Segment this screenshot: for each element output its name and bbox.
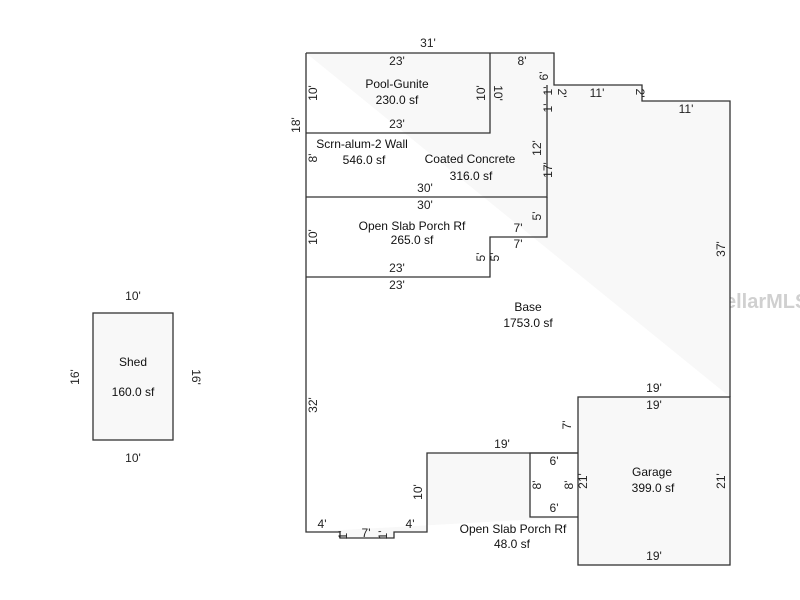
dim-base-23: 23' bbox=[389, 278, 405, 292]
dim-porch-7a: 7' bbox=[514, 221, 523, 235]
dim-bot-1b: 1' bbox=[376, 531, 390, 540]
dim-pool-top: 23' bbox=[389, 54, 405, 68]
dim-bot-1a: 1' bbox=[336, 531, 350, 540]
dim-top-overall: 31' bbox=[420, 36, 436, 50]
shed-outline bbox=[92, 312, 174, 441]
dim-garage-left: 21' bbox=[576, 473, 590, 489]
dim-pool-left: 10' bbox=[306, 85, 320, 101]
dim-step-2b: 2' bbox=[633, 89, 647, 98]
dim-porch-top: 30' bbox=[417, 198, 433, 212]
dim-left-32: 32' bbox=[306, 397, 320, 413]
upper-porch-outline bbox=[306, 197, 548, 278]
dim-pool-right-a: 10' bbox=[474, 85, 488, 101]
coated-name: Coated Concrete bbox=[425, 152, 516, 166]
dim-step-2a: 2' bbox=[555, 89, 569, 98]
dim-notch-10: 10' bbox=[411, 484, 425, 500]
dim-coated-12: 12' bbox=[530, 140, 544, 156]
base-area-value: 1753.0 sf bbox=[503, 316, 553, 330]
upper-porch-name: Open Slab Porch Rf bbox=[359, 219, 466, 233]
dim-porch-left: 10' bbox=[306, 229, 320, 245]
main-structure bbox=[305, 52, 731, 566]
dim-coated-17: 17' bbox=[541, 162, 555, 178]
dim-porch-5b: 5' bbox=[474, 253, 488, 262]
lower-porch-area-value: 48.0 sf bbox=[494, 537, 531, 551]
pool-area-value: 230.0 sf bbox=[376, 93, 419, 107]
dim-porch-bottom: 23' bbox=[389, 261, 405, 275]
screen-area-value: 546.0 sf bbox=[343, 153, 386, 167]
garage-area-value: 399.0 sf bbox=[632, 481, 675, 495]
dim-garage-bottom: 19' bbox=[646, 549, 662, 563]
main-outline bbox=[305, 52, 731, 539]
shed-area-value: 160.0 sf bbox=[112, 385, 155, 399]
dim-upper-11b: 11' bbox=[679, 102, 694, 116]
screen-name: Scrn-alum-2 Wall bbox=[316, 137, 408, 151]
dim-garage-top-b: 19' bbox=[646, 398, 662, 412]
dim-porch-7b: 7' bbox=[514, 237, 523, 251]
dim-shed-top: 10' bbox=[125, 289, 141, 303]
lower-porch-outline bbox=[529, 452, 578, 518]
coated-area-value: 316.0 sf bbox=[450, 169, 493, 183]
dim-shed-left: 16' bbox=[68, 369, 82, 385]
dim-porch-5c: 5' bbox=[488, 253, 502, 262]
dim-notch-19: 19' bbox=[494, 437, 510, 451]
dim-bot-4b: 4' bbox=[406, 517, 415, 531]
shed-area: 10' 10' 16' 16' Shed 160.0 sf bbox=[68, 289, 203, 465]
pool-name: Pool-Gunite bbox=[365, 77, 429, 91]
dim-step-1b: 1' bbox=[541, 104, 555, 113]
dim-step-6: 6' bbox=[537, 72, 551, 81]
garage-name: Garage bbox=[632, 465, 672, 479]
dim-left-18: 18' bbox=[289, 117, 303, 133]
dim-right-37: 37' bbox=[714, 241, 728, 257]
dim-bot-7: 7' bbox=[362, 526, 371, 540]
garage-outline bbox=[577, 396, 731, 566]
base-name: Base bbox=[514, 300, 542, 314]
dim-pool-bottom: 23' bbox=[389, 117, 405, 131]
dim-lp-6b: 6' bbox=[550, 501, 559, 515]
pool-outline bbox=[306, 53, 491, 134]
upper-porch-area-value: 265.0 sf bbox=[391, 233, 434, 247]
dim-coated-bottom: 30' bbox=[417, 181, 433, 195]
lower-porch-name: Open Slab Porch Rf bbox=[460, 522, 567, 536]
dim-garage-top-a: 19' bbox=[646, 381, 662, 395]
dim-step-1a: 1' bbox=[541, 87, 555, 96]
dim-pool-right-b: 10' bbox=[491, 85, 505, 101]
dim-garage-right: 21' bbox=[714, 473, 728, 489]
dim-lp-8a: 8' bbox=[530, 481, 544, 490]
dim-lp-6a: 6' bbox=[550, 454, 559, 468]
dim-shed-bottom: 10' bbox=[125, 451, 141, 465]
dim-garage-7: 7' bbox=[560, 421, 574, 430]
dim-shed-right: 16' bbox=[189, 369, 203, 385]
dim-bot-4a: 4' bbox=[318, 517, 327, 531]
dim-porch-5a: 5' bbox=[530, 212, 544, 221]
dim-lp-8b: 8' bbox=[562, 481, 576, 490]
shed-name: Shed bbox=[119, 355, 147, 369]
dim-upper-11a: 11' bbox=[590, 86, 605, 100]
dim-screen-8: 8' bbox=[306, 154, 320, 163]
dim-top-right: 8' bbox=[518, 54, 527, 68]
